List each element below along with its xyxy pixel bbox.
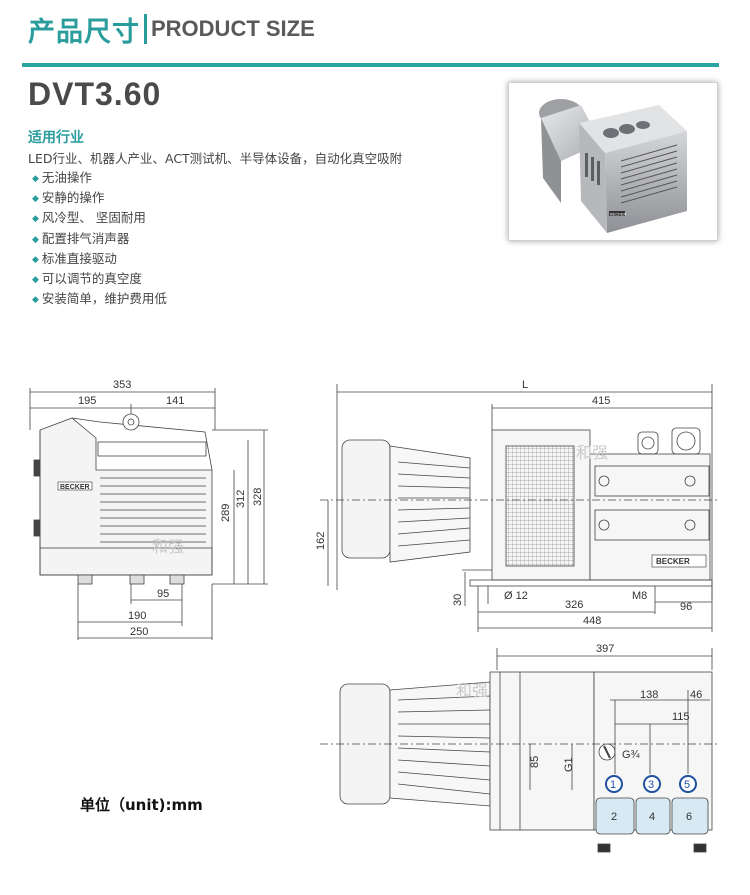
side-brand-label: BECKER: [60, 484, 90, 491]
port-1: 1: [610, 779, 616, 791]
dim-L: L: [522, 379, 528, 391]
dim-115: 115: [672, 711, 690, 723]
bullet-icon: ◆: [32, 174, 39, 184]
dim-353: 353: [113, 379, 131, 391]
bullet-icon: ◆: [32, 274, 39, 285]
photo-brand-label: BECKER: [610, 212, 627, 217]
dim-162: 162: [315, 532, 327, 550]
bullet-icon: ◆: [32, 194, 39, 205]
industry-title: 适用行业: [28, 130, 84, 146]
feature-item: ◆可以调节的真空度: [32, 270, 142, 286]
dim-138: 138: [640, 689, 658, 701]
port-3: 3: [648, 779, 654, 791]
port-2: 2: [611, 811, 617, 823]
header-title-cn: 产品尺寸: [28, 16, 140, 48]
thread-g1: G1: [563, 757, 575, 772]
watermark: 和强: [456, 682, 488, 700]
dim-289: 289: [220, 504, 232, 522]
dim-85: 85: [529, 756, 541, 768]
top-view: 397 138 46 115 85 G1 G¾ 1 3 5 2 4 6 和强: [320, 643, 720, 853]
feature-list: ◆无油操作 ◆安静的操作 ◆风冷型、 坚固耐用 ◆配置排气消声器 ◆标准直接驱动…: [32, 168, 167, 309]
dim-30: 30: [452, 594, 464, 606]
front-brand-label: BECKER: [656, 557, 690, 566]
dim-250: 250: [130, 626, 148, 638]
dim-415: 415: [592, 395, 610, 407]
header-rule: [22, 63, 719, 67]
industry-text: LED行业、机器人产业、ACT测试机、半导体设备，自动化真空吸附: [28, 151, 403, 166]
bullet-icon: ◆: [32, 254, 39, 265]
dim-397: 397: [596, 643, 614, 655]
header-title-en: PRODUCT SIZE: [151, 16, 315, 41]
thread-g34: G¾: [622, 749, 641, 761]
watermark: 和强: [152, 538, 184, 556]
feature-item: ◆标准直接驱动: [32, 250, 117, 266]
model-name: DVT3.60: [28, 76, 162, 112]
dim-46: 46: [690, 689, 702, 701]
port-6: 6: [686, 811, 692, 823]
dim-m8: M8: [632, 590, 647, 602]
dim-96: 96: [680, 601, 692, 613]
dim-hole-12: Ø 12: [504, 590, 528, 602]
dim-326: 326: [565, 599, 583, 611]
port-4: 4: [649, 811, 655, 823]
dim-195: 195: [78, 395, 96, 407]
bullet-icon: ◆: [32, 214, 39, 225]
front-view: BECKER L 415 162 30 Ø 12 326 M8 96 448 和…: [315, 379, 720, 632]
side-view: BECKER 353 195 141 289 312 328 95 190 25…: [29, 379, 268, 640]
port-5: 5: [684, 779, 690, 791]
bullet-icon: ◆: [32, 234, 39, 245]
feature-item: ◆无油操作: [32, 170, 92, 185]
watermark: 和强: [576, 444, 608, 462]
dim-448: 448: [583, 615, 601, 627]
dim-141: 141: [166, 395, 184, 407]
dim-95: 95: [157, 588, 169, 600]
header-divider: [144, 14, 147, 44]
section-header: 产品尺寸 PRODUCT SIZE: [28, 12, 315, 48]
dim-312: 312: [235, 490, 247, 508]
feature-item: ◆安静的操作: [32, 190, 105, 206]
pump-illustration: BECKER: [539, 99, 687, 233]
unit-label: 单位（unit):mm: [80, 796, 203, 814]
feature-item: ◆风冷型、 坚固耐用: [32, 210, 146, 226]
feature-item: ◆安装简单，维护费用低: [32, 291, 167, 307]
feature-item: ◆配置排气消声器: [32, 230, 130, 246]
product-photo: BECKER: [508, 82, 718, 241]
dim-328: 328: [252, 488, 264, 506]
dim-190: 190: [128, 610, 146, 622]
bullet-icon: ◆: [32, 295, 39, 306]
